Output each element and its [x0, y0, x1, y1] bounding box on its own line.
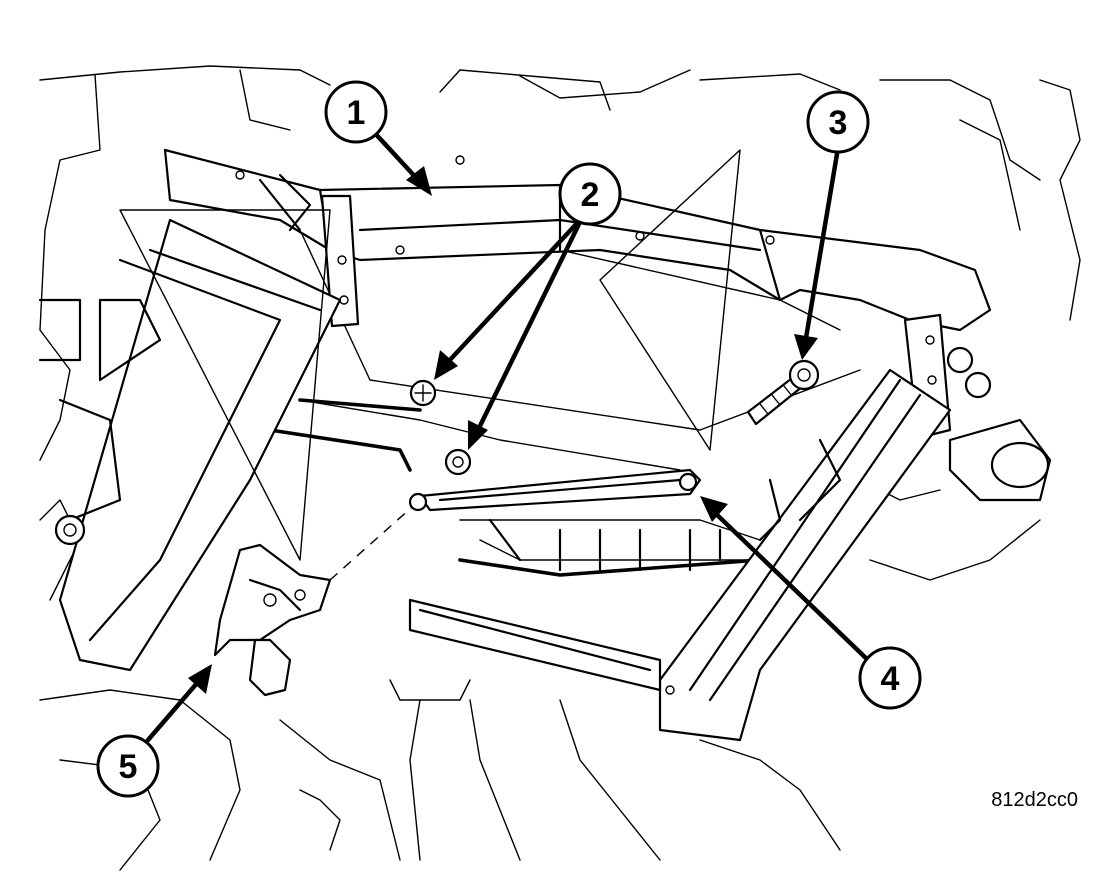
vehicle-underbody-background	[39, 65, 1081, 871]
bolt	[746, 359, 820, 426]
callout-4: 4	[858, 646, 922, 710]
nut-upper	[409, 379, 437, 407]
nut-lower	[444, 448, 472, 476]
figure-id: 812d2cc0	[991, 789, 1078, 811]
tow-hook-bracket	[213, 543, 332, 697]
callout-5-label: 5	[119, 748, 138, 786]
callout-2-label: 2	[581, 176, 600, 214]
guide-triangles	[119, 149, 741, 561]
right-frame-rail	[658, 346, 1052, 742]
assembly-centerline	[329, 499, 421, 581]
rear-cross-bar	[408, 598, 662, 692]
callout-4-label: 4	[881, 660, 900, 698]
callout-5: 5	[96, 734, 160, 798]
brace-rod	[408, 468, 702, 512]
leader-lines	[145, 127, 873, 743]
callout-1: 1	[324, 80, 388, 144]
callout-3-label: 3	[829, 104, 848, 142]
callout-1-label: 1	[347, 94, 366, 132]
callout-3: 3	[806, 90, 870, 154]
left-frame-rail	[38, 218, 342, 672]
callout-2: 2	[558, 162, 622, 226]
